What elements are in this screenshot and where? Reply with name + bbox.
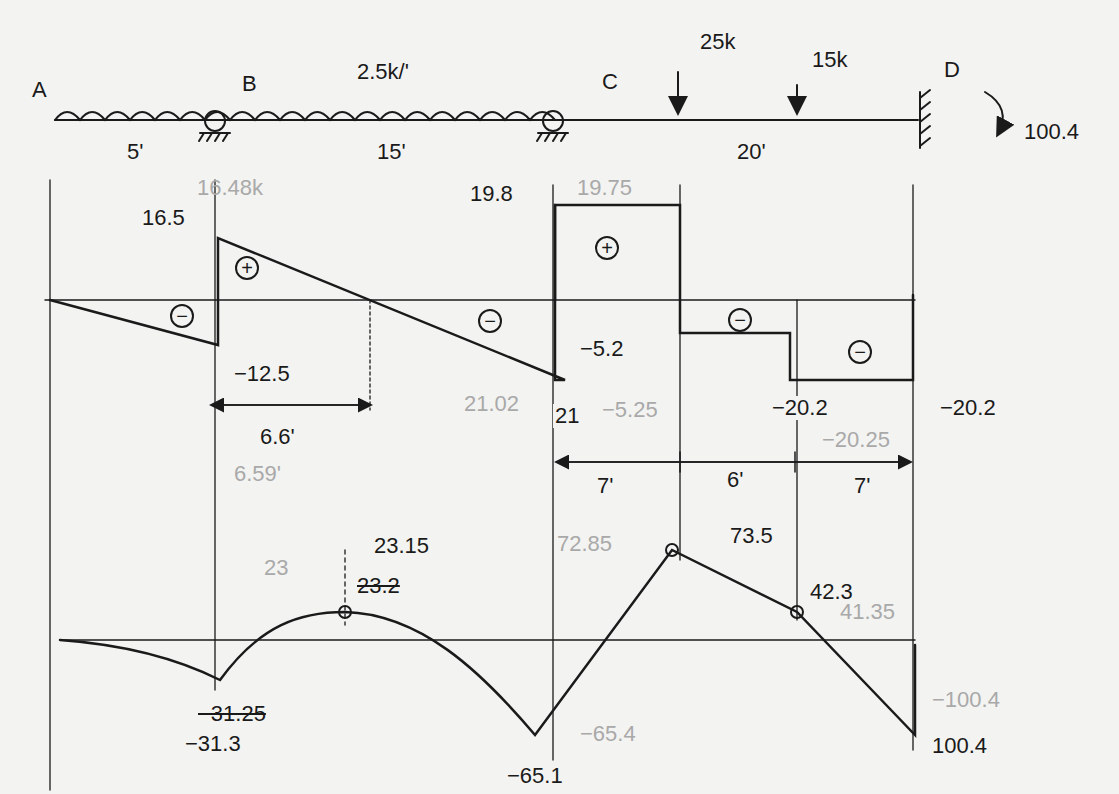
value-label: 100.4 [930,734,989,758]
value-label: 41.35 [838,600,897,624]
beam-line [55,119,918,121]
point-marker [666,544,678,556]
value-label: A [30,78,49,102]
value-label: 100.4 [1022,120,1081,144]
sign-marker: − [848,340,872,364]
load-arrow [796,85,798,112]
value-label: −20.2 [770,396,830,420]
sfd-baseline [45,299,915,301]
udl-symbol [55,112,555,120]
sign-marker: + [595,236,619,260]
value-label: 19.8 [468,182,515,206]
value-label: −12.5 [232,362,292,386]
value-label: 20' [735,140,768,164]
value-label: 15' [375,140,408,164]
load-arrow [677,72,679,112]
value-label: 23 [262,556,290,580]
sign-marker: − [170,304,194,328]
moment-arrow [985,92,1003,134]
value-label: D [942,58,962,82]
bending-moment-diagram [60,550,915,735]
value-label: 6.6' [258,425,297,449]
value-label: −5.2 [578,337,625,361]
value-label: −31.25 [196,702,268,726]
value-label: 7' [595,474,615,498]
value-label: 15k [810,48,849,72]
sign-marker: + [235,256,259,280]
value-label: 23.15 [372,534,431,558]
value-label: 73.5 [728,524,775,548]
value-label: −65.1 [505,764,565,788]
point-marker [339,606,351,618]
value-label: 2.5k/' [355,60,411,84]
guide-lines [50,180,913,790]
sign-marker: − [478,309,502,333]
value-label: −100.4 [930,688,1002,712]
value-label: 23.2 [355,574,402,598]
value-label: −65.4 [578,722,638,746]
value-label: 5' [125,140,145,164]
value-label: −20.25 [820,428,892,452]
value-label: 25k [698,30,737,54]
value-label: 21 [553,404,581,428]
shear-force-diagram [50,205,913,380]
value-label: 21.02 [462,392,521,416]
point-marker [791,606,803,618]
roller-support [537,111,568,141]
value-label: −31.3 [183,732,243,756]
value-label: −20.2 [938,396,998,420]
fixed-support [920,90,930,148]
value-label: 6.59' [232,462,283,486]
value-label: 72.85 [555,532,614,556]
value-label: −5.25 [600,398,660,422]
sign-marker: − [728,308,752,332]
value-label: 16.48k [195,176,265,200]
value-label: C [600,70,620,94]
value-label: 6' [725,468,745,492]
bmd-baseline [60,639,915,641]
value-label: 19.75 [575,176,634,200]
roller-support [199,111,230,141]
value-label: 7' [852,474,872,498]
value-label: B [240,72,259,96]
value-label: 16.5 [140,206,187,230]
